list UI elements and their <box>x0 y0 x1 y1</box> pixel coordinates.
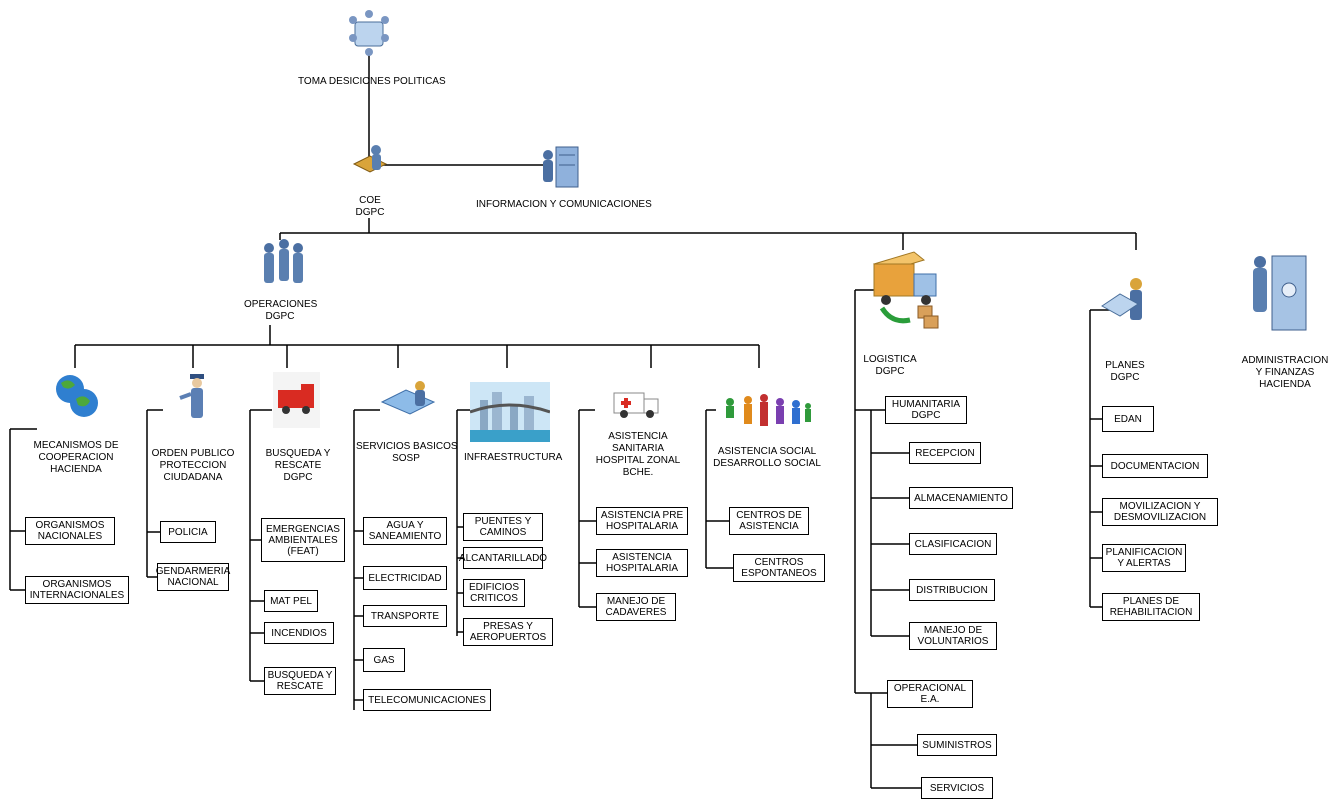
meeting-icon <box>349 10 389 56</box>
fire-truck-icon <box>273 372 320 428</box>
safe-operator-icon <box>1253 255 1307 331</box>
box-gas[interactable]: GAS <box>363 648 405 672</box>
family-icon <box>726 394 811 426</box>
infraestructura-label: INFRAESTRUCTURA <box>464 452 563 463</box>
box-servicios[interactable]: SERVICIOS <box>921 777 993 799</box>
box-suministros[interactable]: SUMINISTROS <box>917 734 997 756</box>
police-officer-icon <box>179 374 204 418</box>
engineer-map-icon <box>380 381 436 415</box>
box-documentacion[interactable]: DOCUMENTACION <box>1102 454 1208 478</box>
box-distribucion[interactable]: DISTRIBUCION <box>909 579 995 601</box>
box-telecomunicaciones[interactable]: TELECOMUNICACIONES <box>363 689 491 711</box>
ambulance-icon <box>613 392 659 418</box>
box-recepcion[interactable]: RECEPCION <box>909 442 981 464</box>
toma-decisiones-label: TOMA DESICIONES POLITICAS <box>298 76 446 87</box>
city-bridge-icon <box>470 382 550 442</box>
box-electricidad[interactable]: ELECTRICIDAD <box>363 566 447 590</box>
planner-icon <box>1101 278 1142 320</box>
globe-icon <box>56 375 98 417</box>
box-edan[interactable]: EDAN <box>1102 406 1154 432</box>
box-mat-pel[interactable]: MAT PEL <box>264 590 318 612</box>
desk-worker-icon <box>352 145 388 173</box>
box-incendios[interactable]: INCENDIOS <box>264 622 334 644</box>
box-almacenamiento[interactable]: ALMACENAMIENTO <box>909 487 1013 509</box>
delivery-truck-icon <box>872 251 939 329</box>
server-operator-icon <box>543 146 579 188</box>
info-comunicaciones-label: INFORMACION Y COMUNICACIONES <box>476 199 652 210</box>
box-alcantarillado[interactable]: ALCANTARILLADO <box>459 547 547 569</box>
team-icon <box>264 239 303 283</box>
box-transporte[interactable]: TRANSPORTE <box>363 605 447 627</box>
box-clasificacion[interactable]: CLASIFICACION <box>909 533 997 555</box>
box-policia[interactable]: POLICIA <box>160 521 216 543</box>
